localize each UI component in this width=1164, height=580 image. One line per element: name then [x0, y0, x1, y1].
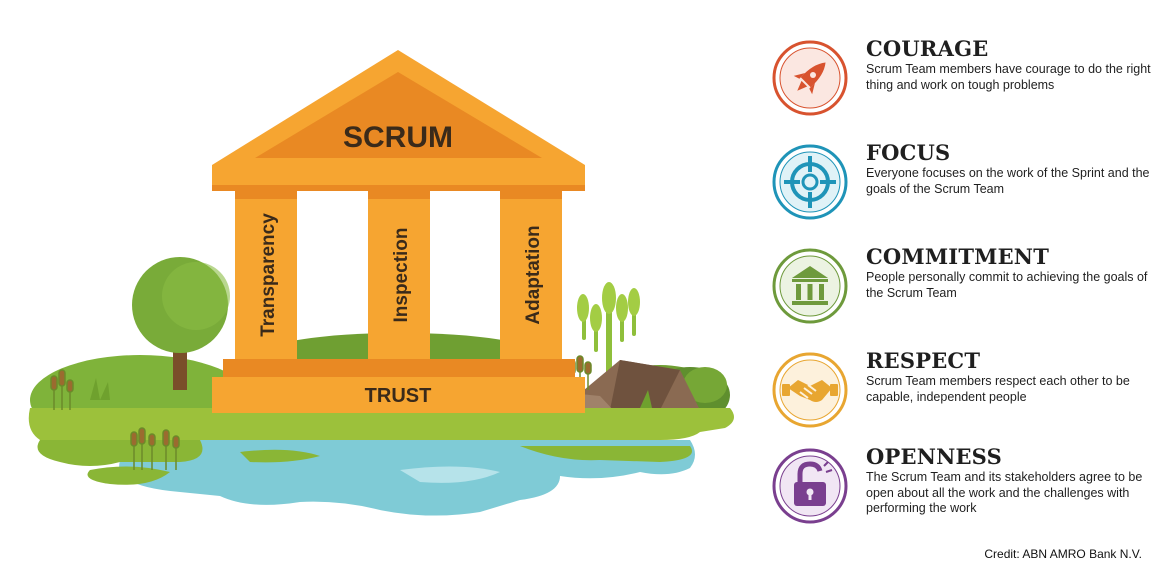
pillar-adaptation: [500, 191, 562, 359]
small-tree-right: [577, 282, 640, 372]
value-desc-openness: The Scrum Team and its stakeholders agre…: [866, 470, 1143, 515]
reeds-left: [50, 369, 180, 470]
pillar-label-adaptation: Adaptation: [523, 225, 544, 324]
credit-text: Credit: ABN AMRO Bank N.V.: [984, 547, 1142, 561]
tree-left: [132, 257, 230, 390]
value-title-courage: COURAGE: [866, 36, 989, 61]
value-desc-focus: Everyone focuses on the work of the Spri…: [866, 166, 1150, 196]
temple-base-top: [223, 359, 575, 377]
value-focus: FOCUS Everyone focuses on the work of th…: [770, 142, 1150, 232]
value-desc-commitment: People personally commit to achieving th…: [866, 270, 1148, 300]
pillar-label-inspection: Inspection: [391, 227, 412, 322]
value-courage: COURAGE Scrum Team members have courage …: [770, 36, 1151, 128]
base-label: TRUST: [365, 385, 432, 407]
value-respect: RESPECT Scrum Team members respect each …: [770, 350, 1150, 440]
ground: [28, 408, 734, 440]
value-title-commitment: COMMITMENT: [866, 244, 1050, 269]
value-openness: OPENNESS The Scrum Team and its stakehol…: [770, 446, 1150, 536]
value-commitment: COMMITMENT People personally commit to a…: [770, 246, 1150, 336]
value-title-openness: OPENNESS: [866, 444, 1002, 469]
value-desc-respect: Scrum Team members respect each other to…: [866, 374, 1130, 404]
pillar-inspection: [368, 191, 430, 359]
scrum-temple-illustration: SCRUM Transparency Inspection Adaptation…: [28, 50, 734, 516]
target-icon: [772, 144, 848, 220]
rocket-icon: [772, 40, 848, 116]
pillar-transparency: [235, 191, 297, 359]
open-padlock-icon: [772, 448, 848, 524]
value-title-respect: RESPECT: [866, 348, 981, 373]
value-title-focus: FOCUS: [866, 140, 951, 165]
pillar-label-transparency: Transparency: [258, 213, 279, 337]
value-desc-courage: Scrum Team members have courage to do th…: [866, 62, 1151, 92]
scrum-temple: SCRUM Transparency Inspection Adaptation…: [212, 50, 585, 413]
roof-label: SCRUM: [343, 121, 453, 154]
handshake-icon: [772, 352, 848, 428]
temple-base: [212, 377, 585, 413]
bank-building-icon: [772, 248, 848, 324]
grass-patches: [37, 440, 203, 466]
